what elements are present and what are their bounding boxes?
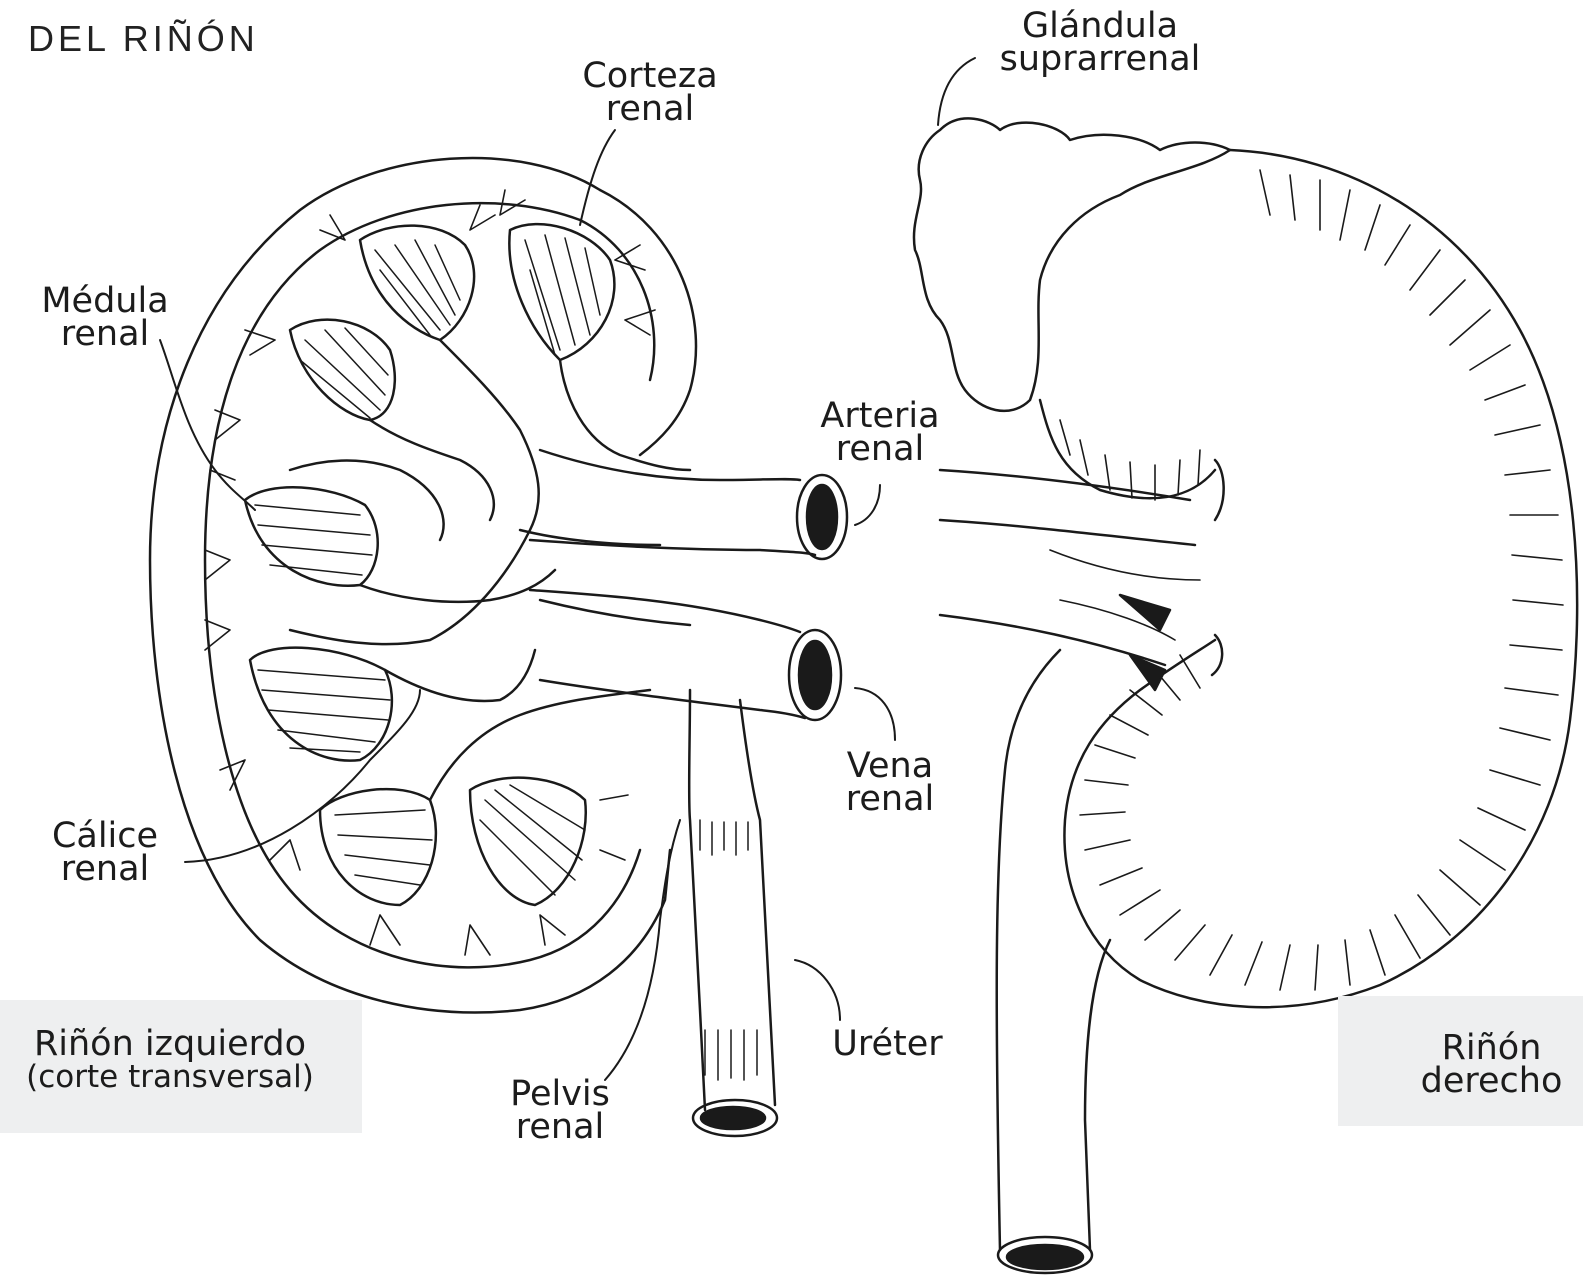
- label-calice-renal: Cálice renal: [40, 820, 170, 886]
- page-title: DEL RIÑÓN: [28, 18, 259, 60]
- medullary-pyramids: [245, 224, 614, 905]
- label-glandula-suprarrenal: Glándula suprarrenal: [985, 10, 1215, 76]
- renal-artery-stump: [530, 450, 847, 559]
- right-kidney-caption: Riñón derecho: [1400, 1032, 1583, 1098]
- adrenal-gland-outline: [914, 118, 1230, 410]
- label-ureter: Uréter: [820, 1028, 955, 1061]
- label-pelvis-renal-line2: renal: [495, 1111, 625, 1144]
- leader-lines: [160, 58, 975, 1080]
- left-ureter: [689, 690, 777, 1136]
- label-medula-renal: Médula renal: [30, 285, 180, 351]
- renal-pelvis-and-calyces: [290, 340, 690, 800]
- left-kidney-section: [150, 158, 847, 1136]
- label-vena-renal: Vena renal: [825, 750, 955, 816]
- kidney-surface-hatching: [1060, 170, 1563, 990]
- left-kidney-caption-panel: Riñón izquierdo (corte transversal): [0, 1000, 362, 1133]
- left-kidney-caption: Riñón izquierdo (corte transversal): [0, 1028, 340, 1094]
- label-arteria-renal: Arteria renal: [805, 400, 955, 466]
- right-kidney-caption-panel: Riñón derecho: [1338, 996, 1583, 1126]
- label-corteza-renal: Corteza renal: [570, 60, 730, 126]
